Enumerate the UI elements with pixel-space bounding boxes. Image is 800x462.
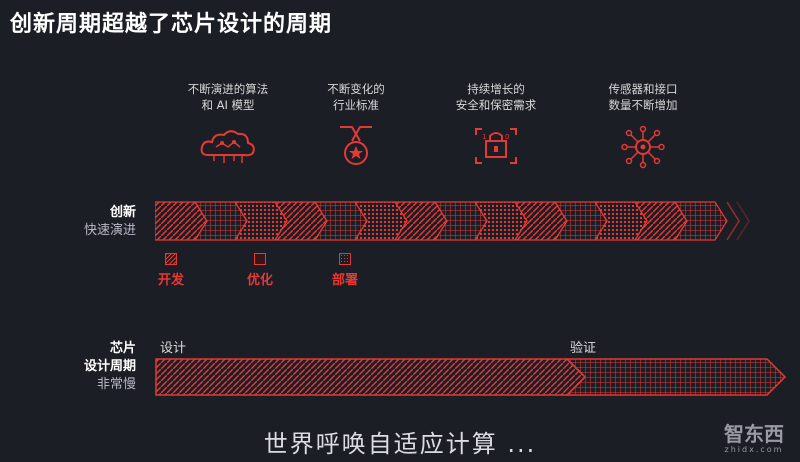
feature-standards: 不断变化的 行业标准 xyxy=(281,81,431,167)
feature-label: 不断变化的 行业标准 xyxy=(327,82,385,112)
sensor-hub-icon xyxy=(621,125,665,169)
innovation-row-label: 创新 快速演进 xyxy=(16,204,136,240)
innovation-subtitle: 快速演进 xyxy=(83,223,136,238)
svg-text:0: 0 xyxy=(505,133,509,141)
chevron-segment xyxy=(673,201,728,241)
legend-swatch xyxy=(254,253,266,265)
svg-text:1: 1 xyxy=(482,133,486,141)
legend-develop: 开发 xyxy=(158,253,184,288)
feature-label: 不断演进的算法 和 AI 模型 xyxy=(187,82,269,112)
feature-label: 传感器和接口 数量不断增加 xyxy=(608,82,678,112)
legend-optimize: 优化 xyxy=(247,253,273,288)
legend-label: 优化 xyxy=(247,273,274,288)
security-lock-icon: 1 0 xyxy=(475,128,517,164)
chip-title-1: 芯片 xyxy=(109,341,136,356)
innovation-arrow-track xyxy=(155,201,750,241)
bottom-tagline: 世界呼唤自适应计算 ... xyxy=(263,430,537,458)
chip-subtitle: 非常慢 xyxy=(96,377,136,392)
design-phase-segment xyxy=(155,358,587,396)
chip-row-label: 芯片 设计周期 非常慢 xyxy=(16,340,136,394)
verify-label: 验证 xyxy=(570,341,597,356)
innovation-title: 创新 xyxy=(109,205,136,220)
feature-label: 持续增长的 安全和保密需求 xyxy=(455,82,537,112)
legend-label: 部署 xyxy=(332,273,359,288)
chip-title-2: 设计周期 xyxy=(83,359,136,374)
feature-sensors: 传感器和接口 数量不断增加 xyxy=(568,81,718,169)
legend-swatch xyxy=(165,253,177,265)
brain-cloud-icon xyxy=(200,130,255,163)
trailing-chevron xyxy=(736,201,750,241)
innovation-chevrons xyxy=(155,201,750,241)
feature-algorithms: 不断演进的算法 和 AI 模型 xyxy=(153,81,303,165)
medal-icon xyxy=(340,126,372,165)
legend-label: 开发 xyxy=(158,273,185,288)
verify-phase-segment xyxy=(565,358,787,396)
design-label: 设计 xyxy=(160,341,187,356)
trailing-chevron xyxy=(726,201,740,241)
brand-logo: 智东西 zhidx.com xyxy=(724,418,784,454)
feature-security: 持续增长的 安全和保密需求 1 0 xyxy=(421,81,571,167)
logo-name: 智东西 xyxy=(724,422,784,446)
chip-design-bar xyxy=(155,358,787,396)
page-title: 创新周期超越了芯片设计的周期 xyxy=(10,12,333,37)
logo-url: zhidx.com xyxy=(724,445,784,454)
legend-deploy: 部署 xyxy=(332,253,358,288)
legend-swatch xyxy=(339,253,351,265)
